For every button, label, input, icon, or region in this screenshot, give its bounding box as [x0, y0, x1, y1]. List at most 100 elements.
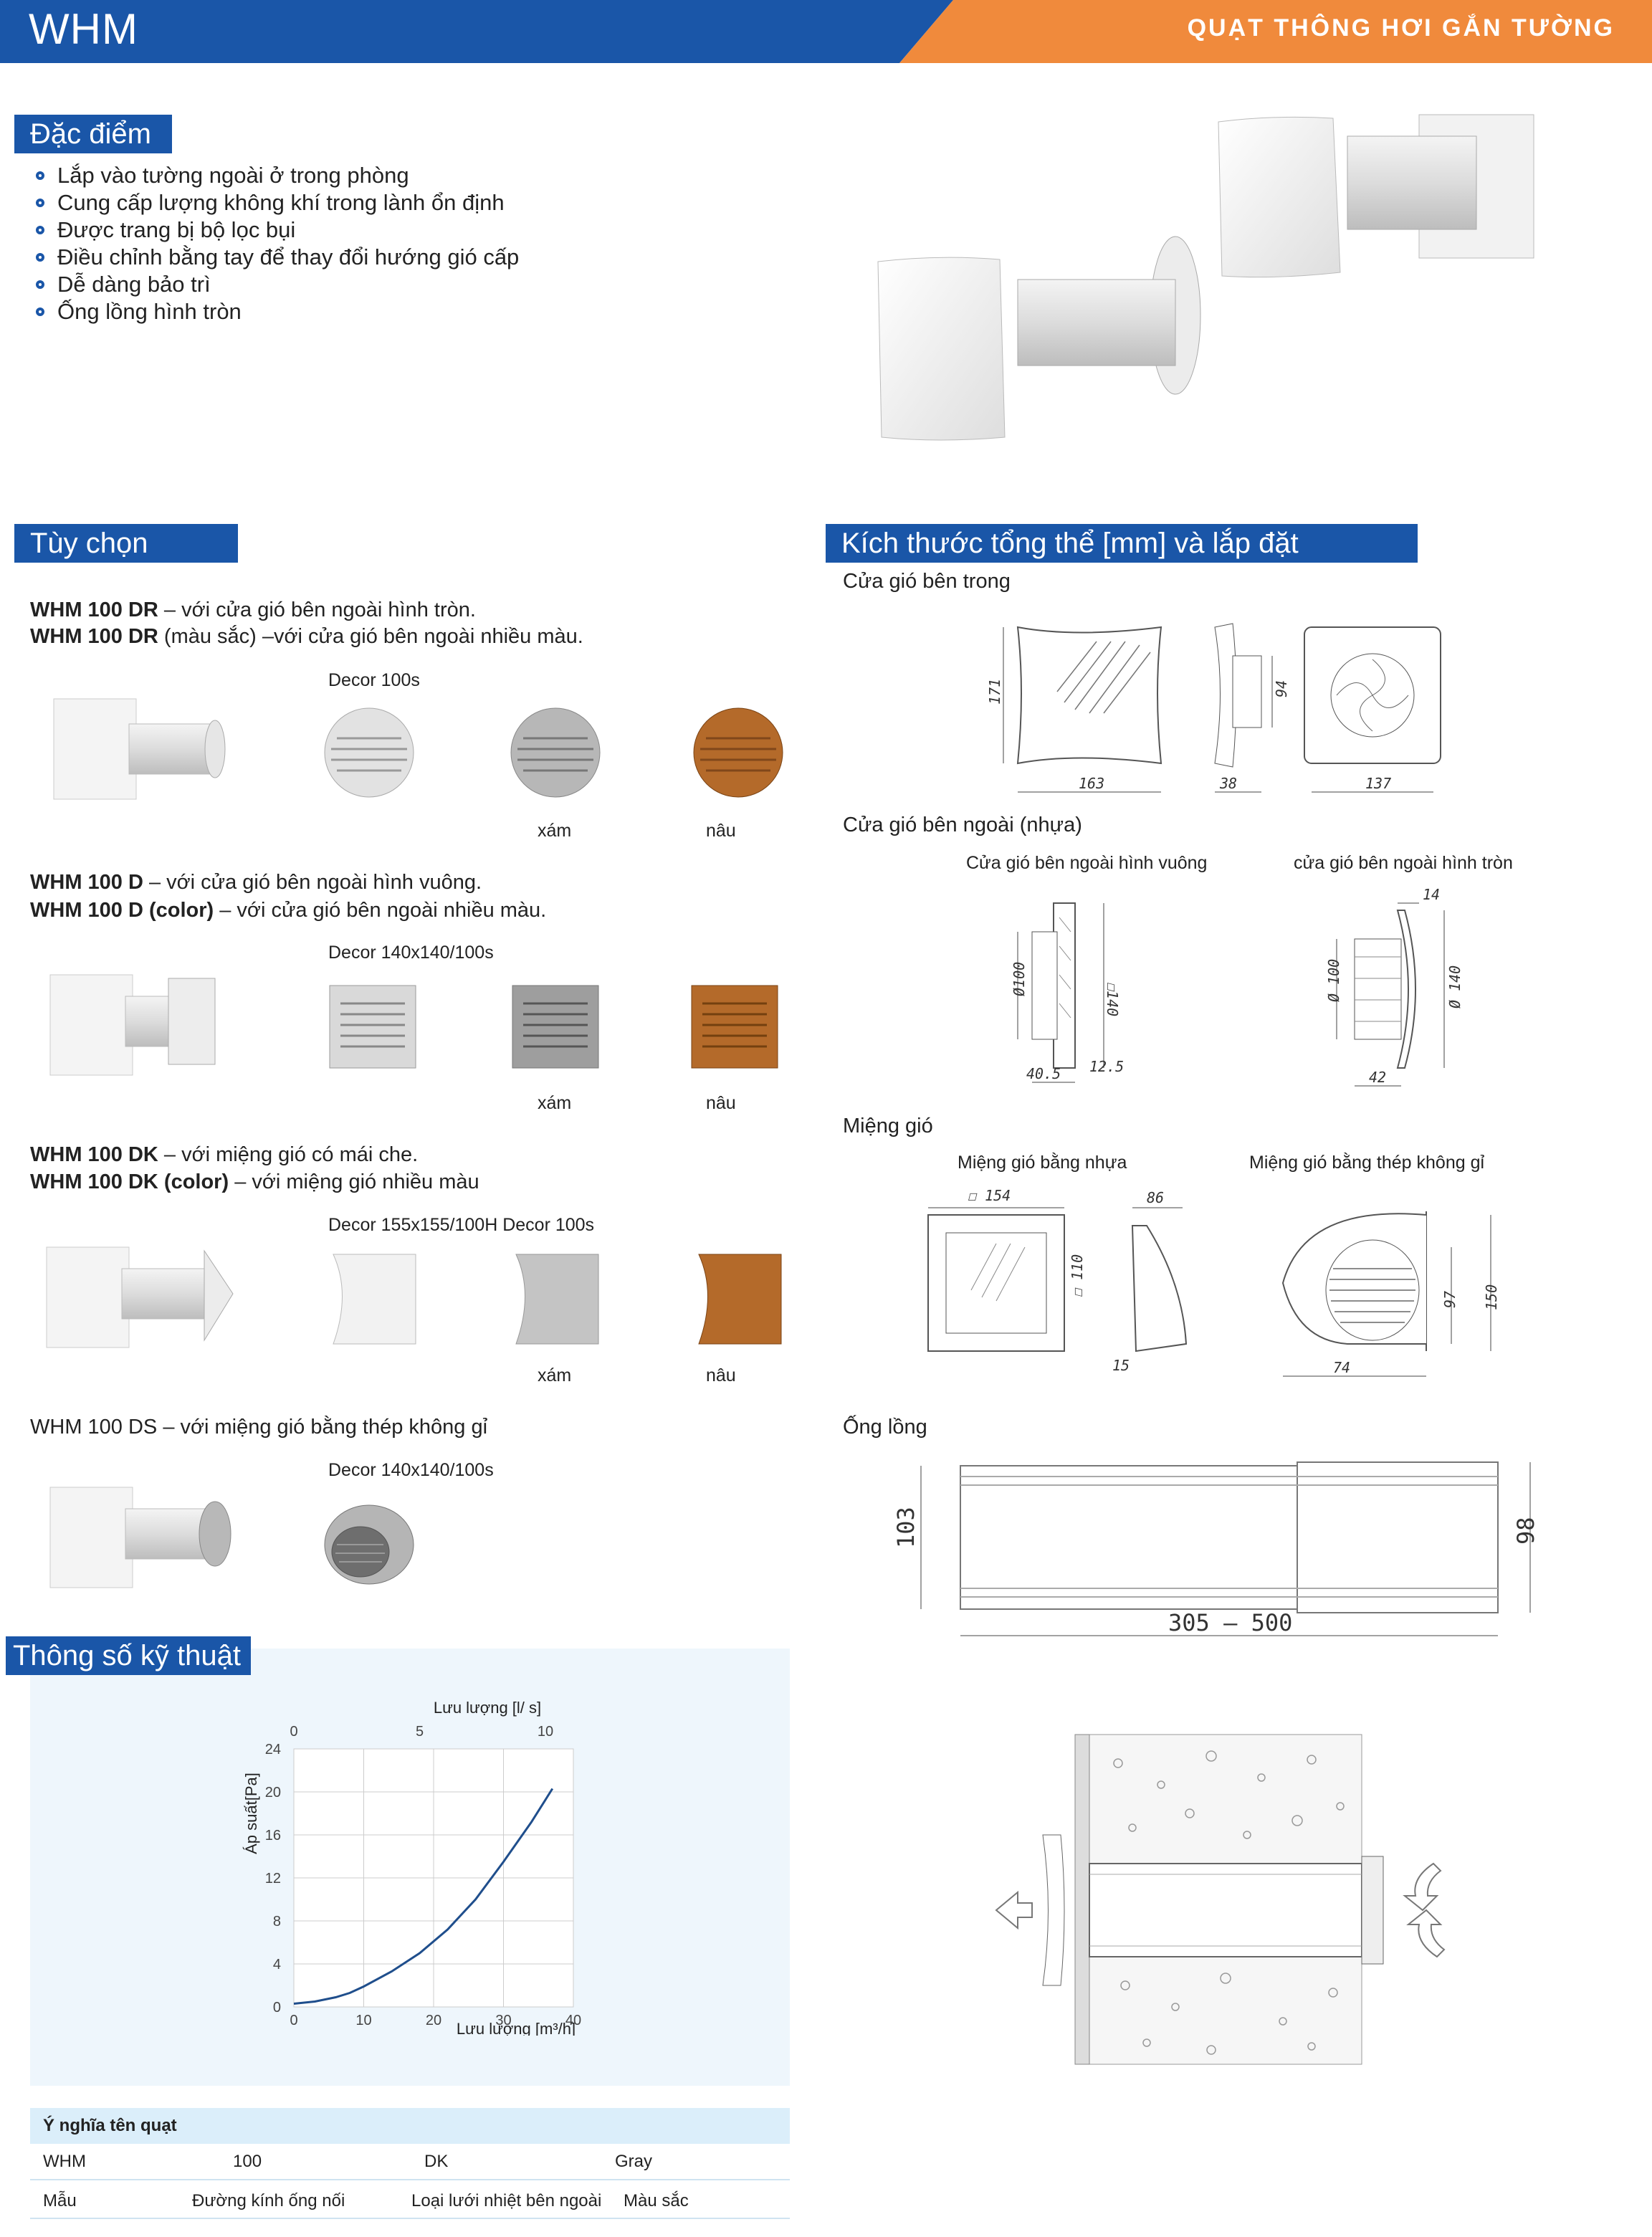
naming-value: Gray	[615, 2152, 653, 2171]
dim-square-sq: ☐140	[1104, 982, 1121, 1016]
option-desc: (màu sắc) –với cửa gió bên ngoài nhiều m…	[158, 625, 583, 648]
vent-steel-label: Miệng gió bằng thép không gỉ	[1249, 1153, 1485, 1173]
inner-grille-label: Cửa gió bên trong	[843, 570, 1011, 593]
option-dr-line2: WHM 100 DR (màu sắc) –với cửa gió bên ng…	[30, 625, 583, 649]
dim-inner-depth: 38	[1219, 775, 1237, 792]
installation-drawing	[995, 1734, 1446, 2065]
naming-label: Đường kính ống nối	[192, 2191, 345, 2210]
option-desc: – với cửa gió bên ngoài hình vuông.	[143, 871, 482, 894]
dim-steel-h1: 97	[1441, 1291, 1458, 1308]
option-desc: – với cửa gió bên ngoài hình tròn.	[158, 598, 476, 621]
option-dk-line2: WHM 100 DK (color) – với miệng gió nhiều…	[30, 1170, 479, 1194]
list-item: Ống lồng hình tròn	[34, 298, 519, 325]
naming-header	[30, 2108, 790, 2144]
decor-label: Decor 140x140/100s	[328, 1460, 494, 1480]
product-hero-illustration	[877, 114, 1534, 441]
dim-plastic-sq: ☐ 154	[968, 1187, 1011, 1204]
specs-heading: Thông số kỹ thuật	[6, 1636, 251, 1675]
naming-label: Loại lưới nhiệt bên ngoài	[411, 2191, 602, 2210]
dim-plastic-b: 15	[1112, 1357, 1130, 1374]
option-dk-images	[46, 1246, 782, 1348]
outer-round-drawing: 14 Ø 100 Ø 140 42	[1325, 889, 1464, 1087]
option-desc: – với miệng gió nhiều màu	[229, 1170, 479, 1193]
naming-value: 100	[233, 2152, 262, 2171]
chart-y-tick-label: 20	[265, 1785, 281, 1800]
dim-round-dia2: Ø 140	[1446, 965, 1464, 1008]
dim-round-w: 42	[1369, 1069, 1386, 1086]
option-d-images	[49, 974, 778, 1076]
option-d-line2: WHM 100 D (color) – với cửa gió bên ngoà…	[30, 899, 546, 922]
chart-x-tick-label: 40	[565, 2013, 581, 2028]
option-ds-line1: WHM 100 DS – với miệng gió bằng thép khô…	[30, 1416, 488, 1439]
option-desc: – với cửa gió bên ngoài nhiều màu.	[214, 899, 547, 922]
chart-y-tick-label: 0	[273, 2000, 281, 2016]
option-code: WHM 100 DK	[30, 1143, 158, 1166]
dim-plastic-sq2: ☐ 110	[1069, 1254, 1086, 1297]
vent-steel-drawing: 97 150 74	[1281, 1211, 1500, 1377]
list-item: Dễ dàng bảo trì	[34, 271, 519, 298]
list-item: Điều chỉnh bằng tay để thay đổi hướng gi…	[34, 244, 519, 271]
dim-square-b: 12.5	[1089, 1058, 1124, 1075]
chart-top-tick-label: 5	[416, 1724, 424, 1740]
naming-value: DK	[424, 2152, 449, 2171]
dim-square-a: 40.5	[1026, 1065, 1061, 1082]
chart-x-axis-label: Lưu lượng [m³/h]	[457, 2020, 576, 2036]
dimensions-heading: Kích thước tổng thể [mm] và lắp đặt	[826, 524, 1418, 563]
naming-value: WHM	[43, 2152, 86, 2171]
sleeve-label: Ống lồng	[843, 1416, 927, 1439]
color-label-brown: nâu	[706, 1365, 736, 1385]
inner-grille-drawing: 171 163 94 38 137	[989, 623, 1441, 793]
option-d-line1: WHM 100 D – với cửa gió bên ngoài hình v…	[30, 871, 482, 895]
dim-inner-h: 171	[989, 679, 1003, 705]
vent-plastic-drawing: ☐ 154 ☐ 110 86 15	[927, 1187, 1188, 1374]
chart-y-tick-label: 16	[265, 1828, 281, 1844]
list-item: Cung cấp lượng không khí trong lành ổn đ…	[34, 189, 519, 216]
outer-square-drawing: Ø100 ☐140 40.5 12.5	[1011, 902, 1124, 1083]
dim-sleeve-left: 103	[892, 1507, 920, 1548]
dim-sleeve-len: 305 – 500	[1168, 1609, 1292, 1636]
option-code: WHM 100 DR	[30, 625, 158, 648]
naming-label: Màu sắc	[624, 2191, 689, 2210]
option-code: WHM 100 D	[30, 871, 143, 894]
option-desc: – với miệng gió có mái che.	[158, 1143, 419, 1166]
air-vent-label: Miệng gió	[843, 1115, 933, 1137]
option-dk-line1: WHM 100 DK – với miệng gió có mái che.	[30, 1143, 418, 1167]
chart-y-axis-label: Áp suất[Pa]	[242, 1773, 260, 1854]
sleeve-drawing: 103 98 305 – 500	[892, 1461, 1539, 1636]
features-heading: Đặc điểm	[14, 115, 172, 153]
chart-x-tick-label: 0	[290, 2013, 297, 2028]
list-item: Lắp vào tường ngoài ở trong phòng	[34, 162, 519, 189]
color-label-brown: nâu	[706, 1093, 736, 1113]
list-item: Được trang bị bộ lọc bụi	[34, 216, 519, 244]
dim-square-dia: Ø100	[1011, 962, 1028, 996]
color-label-gray: xám	[538, 1365, 572, 1385]
table-divider	[30, 2218, 790, 2219]
dim-steel-h2: 150	[1483, 1284, 1500, 1310]
outer-grille-label: Cửa gió bên ngoài (nhựa)	[843, 814, 1082, 836]
naming-title: Ý nghĩa tên quạt	[43, 2116, 177, 2135]
header-banner	[0, 0, 1652, 63]
outer-round-label: cửa gió bên ngoài hình tròn	[1294, 853, 1513, 873]
option-code: WHM 100 DK (color)	[30, 1170, 229, 1193]
chart-x-tick-label: 20	[426, 2013, 441, 2028]
chart-x-tick-label: 30	[495, 2013, 511, 2028]
color-label-gray: xám	[538, 1093, 572, 1113]
chart-top-tick-label: 0	[290, 1724, 297, 1740]
table-divider	[30, 2179, 790, 2180]
chart-y-tick-label: 4	[273, 1957, 281, 1973]
outer-square-label: Cửa gió bên ngoài hình vuông	[966, 853, 1208, 873]
chart-top-tick-label: 10	[538, 1724, 553, 1740]
chart-top-axis-label: Lưu lượng [l/ s]	[434, 1699, 541, 1717]
option-ds-images	[49, 1487, 414, 1588]
vent-plastic-label: Miệng gió bằng nhựa	[958, 1153, 1127, 1173]
dim-round-dia: Ø 100	[1325, 959, 1342, 1002]
color-label-gray: xám	[538, 821, 572, 841]
color-label-brown: nâu	[706, 821, 736, 841]
option-dr-images	[53, 698, 783, 800]
dim-inner-w2: 137	[1365, 775, 1391, 792]
chart-series-line	[293, 1788, 554, 2005]
dim-steel-w: 74	[1333, 1359, 1350, 1376]
dim-round-top: 14	[1423, 889, 1440, 903]
